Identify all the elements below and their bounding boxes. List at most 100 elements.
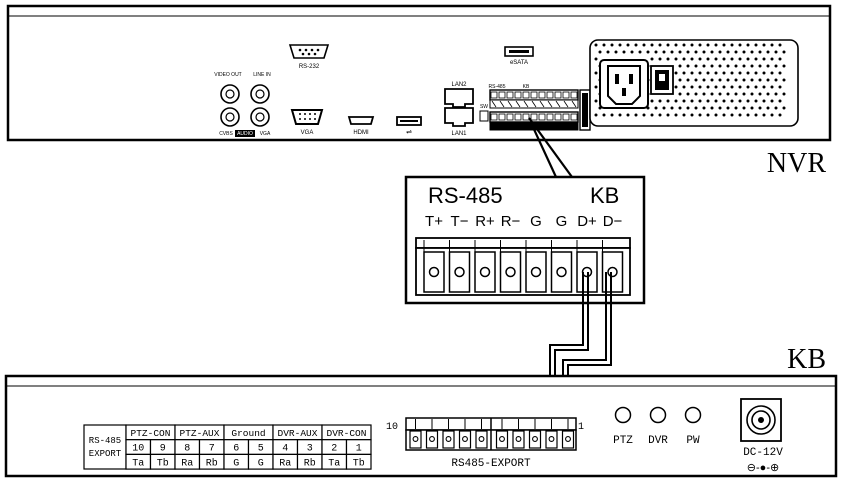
terminal-socket bbox=[474, 240, 496, 293]
vga-small-label: VGA bbox=[260, 131, 271, 137]
usb-icon: ⇌ bbox=[406, 129, 412, 136]
table-pin-signal: Ta bbox=[328, 458, 340, 469]
table-pin-signal: Ra bbox=[181, 458, 193, 469]
table-pin-signal: Rb bbox=[304, 457, 316, 469]
table-pin-number: 7 bbox=[209, 444, 215, 455]
connector-right-number: 1 bbox=[578, 422, 584, 433]
led-label: DVR bbox=[648, 435, 668, 447]
connector-label: RS485-EXPORT bbox=[451, 458, 531, 470]
indicator-leds: PTZ DVR PW bbox=[613, 406, 702, 447]
terminal-pin-label: R+ bbox=[475, 213, 495, 230]
terminal-pin-label: T+ bbox=[425, 213, 443, 230]
terminal-socket bbox=[499, 240, 522, 293]
usb-port: ⇌ bbox=[396, 116, 422, 136]
nvr-rear-panel: RS-232 eSATA VIDEO OUT LINE IN CVBS AUDI… bbox=[6, 4, 832, 179]
table-pin-number: 3 bbox=[307, 444, 313, 455]
table-pin-number: 5 bbox=[258, 444, 264, 455]
nvr-kb-label: KB bbox=[523, 84, 530, 90]
terminal-socket bbox=[423, 240, 445, 293]
esata-label: eSATA bbox=[510, 60, 528, 66]
power-polarity-icon: ⊖-●-⊕ bbox=[747, 462, 779, 474]
table-group-header: DVR-AUX bbox=[278, 428, 318, 439]
terminal-pin-label: D− bbox=[603, 213, 623, 230]
nvr-rs485-label: RS-485 bbox=[489, 84, 506, 90]
lan-ports: LAN2 LAN1 bbox=[444, 82, 474, 137]
table-pin-number: 6 bbox=[233, 444, 239, 455]
connector-slot bbox=[475, 419, 488, 449]
terminal-socket bbox=[550, 240, 573, 293]
terminal-socket bbox=[525, 240, 547, 293]
table-row-label-1: RS-485 bbox=[89, 436, 121, 446]
audio-label-bg bbox=[235, 130, 255, 137]
video-out-label: VIDEO OUT bbox=[214, 72, 242, 78]
indicator-led: PW bbox=[684, 406, 702, 447]
terminal-pin-label: T− bbox=[451, 213, 469, 230]
table-pin-signal: Ta bbox=[132, 458, 144, 469]
lan2-label: LAN2 bbox=[451, 82, 467, 88]
terminal-rs485-title: RS-485 bbox=[428, 183, 503, 208]
led-label: PW bbox=[686, 435, 700, 447]
power-supply-module bbox=[589, 39, 799, 127]
table-row-label-2: EXPORT bbox=[89, 449, 122, 459]
table-pin-number: 2 bbox=[331, 444, 337, 455]
table-pin-signal: Tb bbox=[157, 457, 169, 469]
power-label: DC-12V bbox=[743, 447, 783, 459]
vent-grille bbox=[594, 43, 786, 117]
terminal-pin-label: R− bbox=[501, 213, 521, 230]
rs232-port: RS-232 bbox=[288, 44, 330, 70]
cvbs-label: CVBS bbox=[219, 131, 233, 137]
table-group-header: DVR-CON bbox=[327, 428, 367, 439]
table-pin-number: 8 bbox=[184, 444, 190, 455]
table-pin-number: 4 bbox=[282, 444, 288, 455]
table-pin-signal: Ra bbox=[279, 458, 291, 469]
power-inlet-icon bbox=[607, 65, 641, 105]
connector-left-number: 10 bbox=[386, 422, 398, 433]
connector-slot bbox=[495, 419, 509, 449]
table-pin-signal: G bbox=[233, 458, 239, 469]
table-pin-signal: G bbox=[258, 458, 264, 469]
kb-title: KB bbox=[787, 344, 826, 375]
table-group-header: PTZ-AUX bbox=[180, 428, 220, 439]
nvr-alarm-terminal-block: RS-485 KB SW bbox=[479, 84, 591, 131]
rs232-label: RS-232 bbox=[299, 64, 320, 70]
connector-slot bbox=[545, 419, 558, 449]
lan1-label: LAN1 bbox=[451, 131, 467, 137]
vga-port: VGA bbox=[290, 109, 324, 136]
dc-power-jack: DC-12V ⊖-●-⊕ bbox=[740, 398, 783, 474]
terminal-pin-label: G bbox=[530, 213, 542, 230]
nvr-title: NVR bbox=[767, 148, 826, 179]
connector-slot bbox=[561, 419, 575, 449]
hdmi-port: HDMI bbox=[347, 116, 375, 136]
table-pin-number: 10 bbox=[132, 444, 144, 455]
terminal-socket bbox=[601, 240, 624, 293]
terminal-pin-label: D+ bbox=[577, 213, 597, 230]
callout-lines bbox=[528, 117, 573, 178]
table-pin-number: 9 bbox=[160, 444, 166, 455]
table-group-header: PTZ-CON bbox=[131, 428, 171, 439]
indicator-led: DVR bbox=[648, 406, 668, 447]
audio-video-jacks: VIDEO OUT LINE IN CVBS AUDIO VGA bbox=[214, 72, 271, 137]
rs485-export-table: RS-485 EXPORT PTZ-CON PTZ-AUX Ground DVR-AU… bbox=[83, 424, 372, 470]
led-label: PTZ bbox=[613, 435, 633, 447]
rs485-export-connector: 10 1 RS485-EXPORT bbox=[386, 417, 584, 470]
terminal-pin-label: G bbox=[556, 213, 568, 230]
terminal-kb-title: KB bbox=[590, 183, 619, 208]
connector-slot bbox=[442, 419, 455, 449]
audio-label: AUDIO bbox=[237, 131, 253, 137]
connector-slot bbox=[425, 419, 439, 449]
connector-slot bbox=[512, 419, 525, 449]
table-group-header: Ground bbox=[231, 428, 265, 439]
indicator-led: PTZ bbox=[613, 406, 633, 447]
connector-slot bbox=[409, 419, 422, 449]
table-pin-signal: Tb bbox=[353, 457, 365, 469]
line-in-label: LINE IN bbox=[253, 72, 271, 78]
terminal-socket bbox=[448, 240, 471, 293]
esata-port: eSATA bbox=[504, 46, 534, 66]
table-pin-signal: Rb bbox=[206, 457, 218, 469]
connector-slot bbox=[458, 419, 472, 449]
hdmi-label: HDMI bbox=[353, 130, 369, 136]
connector-slot bbox=[528, 419, 542, 449]
